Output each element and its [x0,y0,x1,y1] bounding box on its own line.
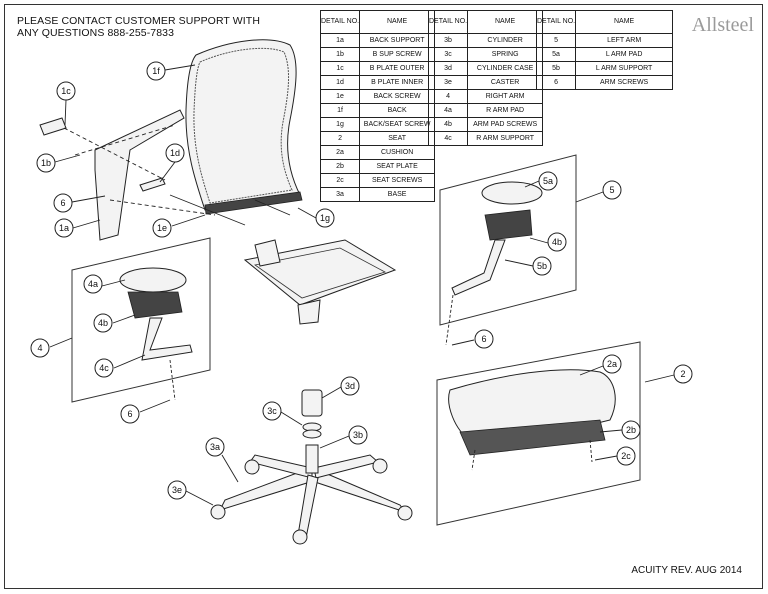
right-arm [119,267,193,401]
svg-text:3a: 3a [210,442,220,452]
svg-text:1f: 1f [152,66,160,76]
svg-text:6: 6 [60,198,65,208]
callout-4a: 4a [83,274,103,294]
part-name-cell: BASE [359,187,436,202]
seat-cushion [448,369,616,471]
callout-2a: 2a [602,354,622,374]
contact-line-1: PLEASE CONTACT CUSTOMER SUPPORT WITH [17,15,260,27]
svg-text:6: 6 [127,409,132,419]
callout-3c: 3c [262,401,282,421]
revision-label: ACUITY REV. AUG 2014 [631,565,742,576]
svg-text:5: 5 [609,185,614,195]
svg-text:4: 4 [37,343,42,353]
right-arm-panel [71,237,211,403]
svg-text:1d: 1d [170,148,180,158]
svg-text:2a: 2a [607,359,617,369]
callout-1f: 1f [146,61,166,81]
callout-4: 4 [30,338,50,358]
svg-text:4c: 4c [99,363,109,373]
callout-4b: 4b [93,313,113,333]
part-name-cell: ARM SCREWS [575,75,674,90]
detail-no-cell: 4c [427,131,469,146]
chair-base [210,389,413,545]
svg-text:1a: 1a [59,223,69,233]
svg-text:1e: 1e [157,223,167,233]
drawing-frame [4,4,763,589]
header-detail-no: DETAIL NO. [535,10,577,34]
callout-1e: 1e [152,218,172,238]
svg-text:4b: 4b [552,237,562,247]
callout-3b: 3b [348,425,368,445]
svg-text:3d: 3d [345,381,355,391]
back-support [39,109,291,241]
svg-text:6: 6 [481,334,486,344]
detail-no-cell: 3e [427,75,469,90]
svg-text:2: 2 [680,369,685,379]
callout-5b: 5b [532,256,552,276]
detail-no-cell: 6 [535,75,577,90]
svg-text:3e: 3e [172,485,182,495]
contact-line-2: ANY QUESTIONS 888-255-7833 [17,27,175,39]
callout-1a: 1a [54,218,74,238]
callout-4c: 4c [94,358,114,378]
callout-2: 2 [673,364,693,384]
part-name-cell: R ARM PAD [467,103,544,118]
callout-5a: 5a [538,171,558,191]
brand-logo: Allsteel [691,14,754,36]
callout-1b: 1b [36,153,56,173]
callout-2b: 2b [621,420,641,440]
header-name: NAME [359,10,436,34]
callout-1d: 1d [165,143,185,163]
callout-1c: 1c [56,81,76,101]
svg-text:5b: 5b [537,261,547,271]
callout-4b-left: 4b [547,232,567,252]
svg-text:2c: 2c [621,451,631,461]
callout-5: 5 [602,180,622,200]
callout-2c: 2c [616,446,636,466]
svg-text:3c: 3c [267,406,277,416]
callout-6-back: 6 [53,193,73,213]
svg-text:1g: 1g [320,213,330,223]
chair-back [185,39,303,215]
callout-1g: 1g [315,208,335,228]
header-name: NAME [575,10,674,34]
callout-3e: 3e [167,480,187,500]
callout-6-left-arm: 6 [474,329,494,349]
svg-text:3b: 3b [353,430,363,440]
svg-text:4a: 4a [88,279,98,289]
seat-mechanism [243,239,397,325]
header-detail-no: DETAIL NO. [319,10,361,34]
part-name-cell: R ARM SUPPORT [467,131,544,146]
leader-lines [49,64,675,506]
svg-text:5a: 5a [543,176,553,186]
support-contact: PLEASE CONTACT CUSTOMER SUPPORT WITH ANY… [17,15,260,39]
svg-text:1c: 1c [61,86,71,96]
left-arm [445,181,543,346]
callout-3a: 3a [205,437,225,457]
callout-6-right-arm: 6 [120,404,140,424]
header-detail-no: DETAIL NO. [427,10,469,34]
svg-text:2b: 2b [626,425,636,435]
detail-no-cell: 3a [319,187,361,202]
callout-3d: 3d [340,376,360,396]
svg-text:4b: 4b [98,318,108,328]
svg-text:1b: 1b [41,158,51,168]
